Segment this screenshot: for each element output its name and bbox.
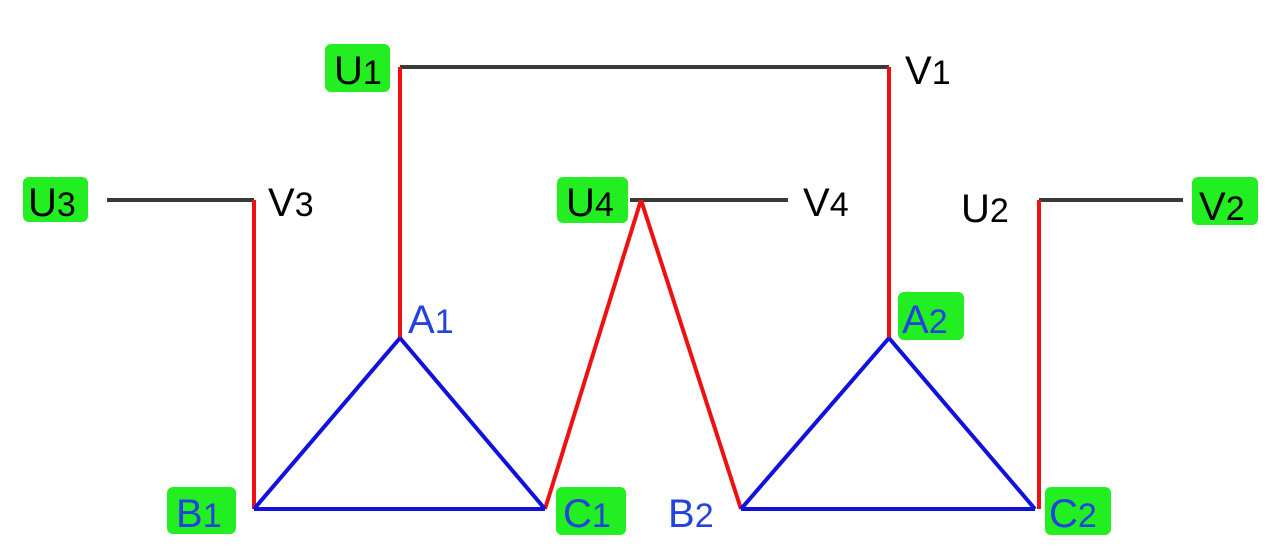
svg-text:V4: V4 [803,181,849,225]
svg-text:U3: U3 [28,181,76,225]
label-u1: U1 [325,44,390,93]
wire-c2-a2 [887,336,1037,511]
svg-text:V3: V3 [268,181,314,225]
label-u2: U2 [961,187,1009,231]
label-b2: B2 [668,492,714,536]
svg-text:V2: V2 [1199,185,1245,229]
label-v4: V4 [803,181,849,225]
label-u3: U3 [23,177,88,225]
svg-text:B1: B1 [176,492,222,536]
wire-u4-b2 [639,199,743,510]
svg-text:B2: B2 [668,492,714,536]
wire-c1-a1 [398,336,547,511]
svg-text:V1: V1 [905,49,951,93]
wire-a2-b2 [739,336,891,511]
wire-a1-b1 [252,336,402,511]
wire-u4-c1 [543,199,643,510]
label-v3: V3 [268,181,314,225]
label-v1: V1 [905,49,951,93]
svg-text:U1: U1 [334,49,382,93]
svg-text:C2: C2 [1049,492,1097,536]
label-u4: U4 [557,177,628,225]
label-c2: C2 [1045,487,1111,536]
svg-text:U4: U4 [566,181,614,225]
label-a2: A2 [898,292,964,342]
svg-text:A1: A1 [408,298,454,342]
svg-text:C1: C1 [563,492,611,536]
svg-text:U2: U2 [961,187,1009,231]
label-a1: A1 [408,298,454,342]
label-v2: V2 [1192,177,1258,229]
label-c1: C1 [556,487,626,536]
svg-text:A2: A2 [902,298,948,342]
label-b1: B1 [167,487,236,536]
